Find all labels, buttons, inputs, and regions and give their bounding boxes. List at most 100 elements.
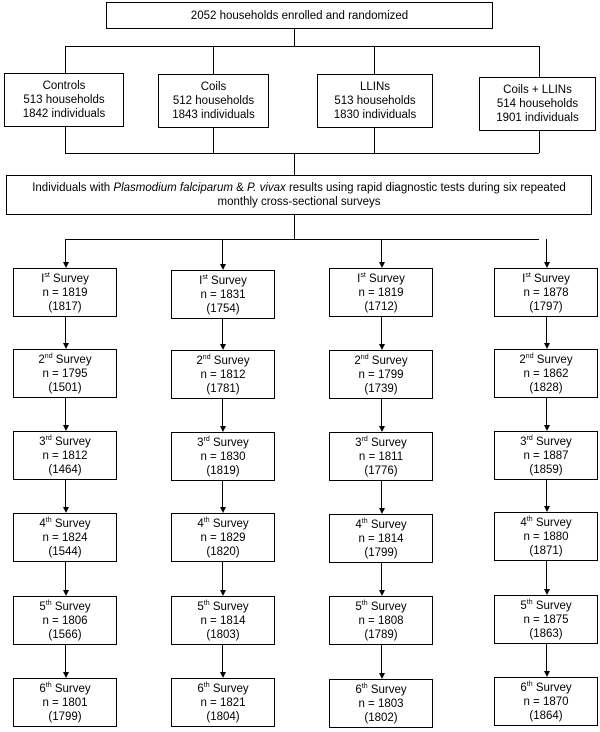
survey-word: Survey xyxy=(367,683,407,696)
survey-n: n = 1799 xyxy=(358,368,404,381)
survey-ordinal-suffix: th xyxy=(526,515,533,523)
survey-n: n = 1829 xyxy=(200,531,246,544)
connector-line xyxy=(222,319,223,344)
survey-ordinal: 3 xyxy=(39,435,46,448)
arrow-head xyxy=(378,590,385,596)
survey-title: 4th Survey xyxy=(39,517,90,531)
connector-line xyxy=(222,481,223,507)
connector-line xyxy=(546,398,547,425)
survey-ordinal-suffix: th xyxy=(361,517,368,525)
survey-ordinal-suffix: nd xyxy=(202,353,211,361)
survey-paren: (1820) xyxy=(206,545,240,558)
survey-n: n = 1870 xyxy=(523,695,569,708)
survey-ordinal: 3 xyxy=(197,436,204,449)
survey-n: n = 1862 xyxy=(523,367,569,380)
survey-ordinal-suffix: nd xyxy=(44,352,53,360)
survey-n: n = 1875 xyxy=(523,613,569,626)
survey-ordinal-suffix: th xyxy=(361,599,368,607)
survey-title: 6th Survey xyxy=(197,682,248,696)
survey-word: Survey xyxy=(367,600,407,613)
survey-word: Survey xyxy=(49,272,89,285)
summary-line-1: Individuals with Plasmodium falciparum &… xyxy=(32,181,566,195)
connector-line xyxy=(381,317,382,344)
survey-paren: (1871) xyxy=(529,544,563,557)
arm-name: Coils + LLINs xyxy=(503,84,572,96)
connector-line xyxy=(546,644,547,671)
survey-paren: (1819) xyxy=(206,464,240,477)
survey-ordinal-suffix: st xyxy=(44,271,50,279)
survey-paren: (1712) xyxy=(364,300,398,313)
survey-word: Survey xyxy=(532,435,572,448)
connector-line xyxy=(222,399,223,426)
survey-word: Survey xyxy=(51,600,91,613)
arrow-head xyxy=(219,344,226,350)
summary-pf: Plasmodium falciparum xyxy=(113,182,233,194)
survey-ordinal-suffix: rd xyxy=(361,435,368,443)
survey-word: Survey xyxy=(533,353,573,366)
survey-title: 2nd Survey xyxy=(38,353,91,367)
survey-paren: (1544) xyxy=(48,545,82,558)
survey-paren: (1859) xyxy=(529,463,563,476)
arm-name: Controls xyxy=(42,80,86,92)
connector-line xyxy=(546,239,547,262)
survey-word: Survey xyxy=(52,353,92,366)
connector-line xyxy=(374,128,375,153)
connector-line xyxy=(213,128,214,153)
survey-word: Survey xyxy=(532,516,572,529)
survey-title: 4th Survey xyxy=(520,516,571,530)
survey-title: 5th Survey xyxy=(355,600,406,614)
survey-paren: (1739) xyxy=(364,382,398,395)
survey-word: Survey xyxy=(367,436,407,449)
connector-line xyxy=(65,127,66,153)
connector-line xyxy=(65,317,66,343)
summary-box: Individuals with Plasmodium falciparum &… xyxy=(6,175,592,215)
survey-paren: (1566) xyxy=(48,628,82,641)
survey-paren: (1802) xyxy=(364,711,398,724)
survey-word: Survey xyxy=(51,435,91,448)
survey-paren: (1804) xyxy=(206,710,240,723)
survey-n: n = 1814 xyxy=(358,532,404,545)
survey-n: n = 1808 xyxy=(358,614,404,627)
survey-paren: (1817) xyxy=(48,300,82,313)
survey-word: Survey xyxy=(209,682,249,695)
survey-title: 3rd Survey xyxy=(197,436,249,450)
arrow-head xyxy=(219,507,226,513)
arm-individuals: 1842 individuals xyxy=(22,108,106,120)
summary-post: results using rapid diagnostic tests dur… xyxy=(285,182,566,194)
survey-paren: (1799) xyxy=(48,710,82,723)
arrow-head xyxy=(378,262,385,268)
survey-ordinal: I xyxy=(357,272,361,285)
arrow-head xyxy=(378,426,385,432)
survey-n: n = 1811 xyxy=(358,450,404,463)
connector-line xyxy=(381,399,382,426)
survey-ordinal: 5 xyxy=(355,600,362,613)
survey-ordinal: I xyxy=(41,272,45,285)
survey-word: Survey xyxy=(51,517,91,530)
survey-ordinal-suffix: th xyxy=(45,681,52,689)
connector-line xyxy=(294,215,295,239)
survey-title: 6th Survey xyxy=(39,682,90,696)
survey-ordinal: 3 xyxy=(520,435,527,448)
survey-word: Survey xyxy=(51,682,91,695)
survey-title: 6th Survey xyxy=(355,683,406,697)
connector-line xyxy=(65,239,66,262)
connector-line xyxy=(222,239,223,264)
arrow-head xyxy=(62,262,69,268)
connector-line xyxy=(65,480,66,507)
arrow-head xyxy=(378,344,385,350)
arm-households: 513 households xyxy=(23,94,105,106)
survey-ordinal: 2 xyxy=(38,353,45,366)
connector-line xyxy=(65,239,539,240)
arm-box-coils-llins: Coils + LLINs 514 households 1901 indivi… xyxy=(479,77,596,131)
arrow-head xyxy=(543,343,550,349)
connector-line xyxy=(65,46,66,73)
